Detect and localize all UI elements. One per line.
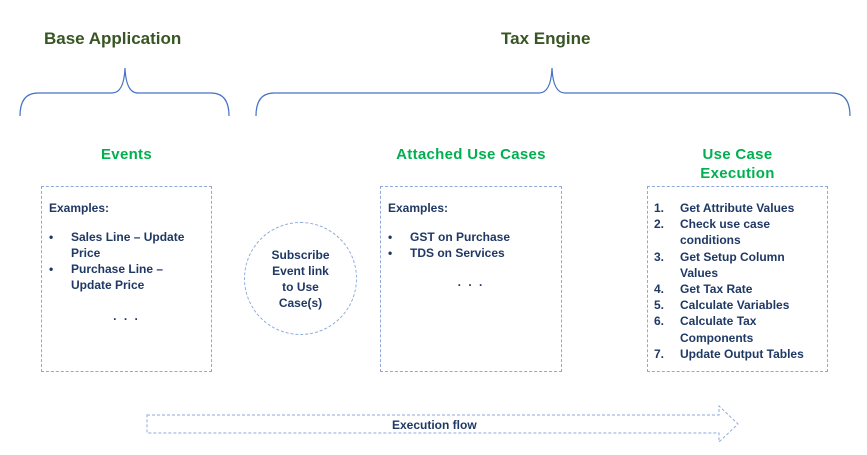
attached-examples-label: Examples: [388,201,449,215]
step-text: Check use case conditions [680,217,771,248]
step-text: Calculate Tax Components [680,314,757,345]
step-text: Get Setup Column Values [680,249,785,280]
step-text: Get Tax Rate [680,282,753,297]
tax-engine-brace [255,67,851,117]
step-text: Calculate Variables [680,298,790,313]
list-item: Purchase Line – Update Price [42,261,207,293]
attached-use-cases-title: Attached Use Cases [396,146,546,163]
step-item: 3. Get Setup Column Values [648,249,823,281]
step-item: 5. Calculate Variables [648,297,823,313]
subscribe-circle: Subscribe Event link to Use Case(s) [244,222,357,335]
events-box: Examples: Sales Line – Update Price Purc… [41,186,212,372]
events-title: Events [101,146,152,163]
step-number: 3. [654,249,665,264]
step-number: 6. [654,314,665,329]
step-number: 7. [654,346,665,361]
events-ellipsis: . . . [113,309,140,323]
step-number: 2. [654,217,665,232]
section-braces [19,67,851,117]
list-item: GST on Purchase [381,229,557,245]
step-text: Get Attribute Values [680,201,795,215]
step-text: Update Output Tables [680,346,804,361]
list-item: Sales Line – Update Price [42,229,207,261]
step-number: 5. [654,298,665,313]
attached-list: GST on Purchase TDS on Services [381,229,561,261]
execution-steps: 1. Get Attribute Values 2. Check use case c… [648,200,827,362]
attached-ellipsis: . . . [457,275,485,289]
base-application-brace [19,67,230,117]
step-item: 1. Get Attribute Values [648,200,823,216]
execution-flow-label: Execution flow [392,418,477,432]
subscribe-text: Subscribe Event link to Use Case(s) [271,247,330,310]
step-item: 4. Get Tax Rate [648,281,823,297]
step-item: 7. Update Output Tables [648,346,823,362]
step-item: 6. Calculate Tax Components [648,313,823,345]
tax-engine-title: Tax Engine [501,29,591,48]
use-case-execution-box: 1. Get Attribute Values 2. Check use case c… [647,186,828,372]
step-number: 1. [654,201,665,215]
base-application-title: Base Application [44,29,182,48]
step-number: 4. [654,282,665,297]
events-list: Sales Line – Update Price Purchase Line … [42,229,211,293]
events-examples-label: Examples: [49,201,110,215]
step-item: 2. Check use case conditions [648,216,823,248]
use-case-execution-title: Use Case Execution [700,146,775,182]
attached-use-cases-box: Examples: GST on Purchase TDS on Service… [380,186,562,372]
execution-flow-arrow [146,404,739,444]
list-item: TDS on Services [381,245,557,261]
